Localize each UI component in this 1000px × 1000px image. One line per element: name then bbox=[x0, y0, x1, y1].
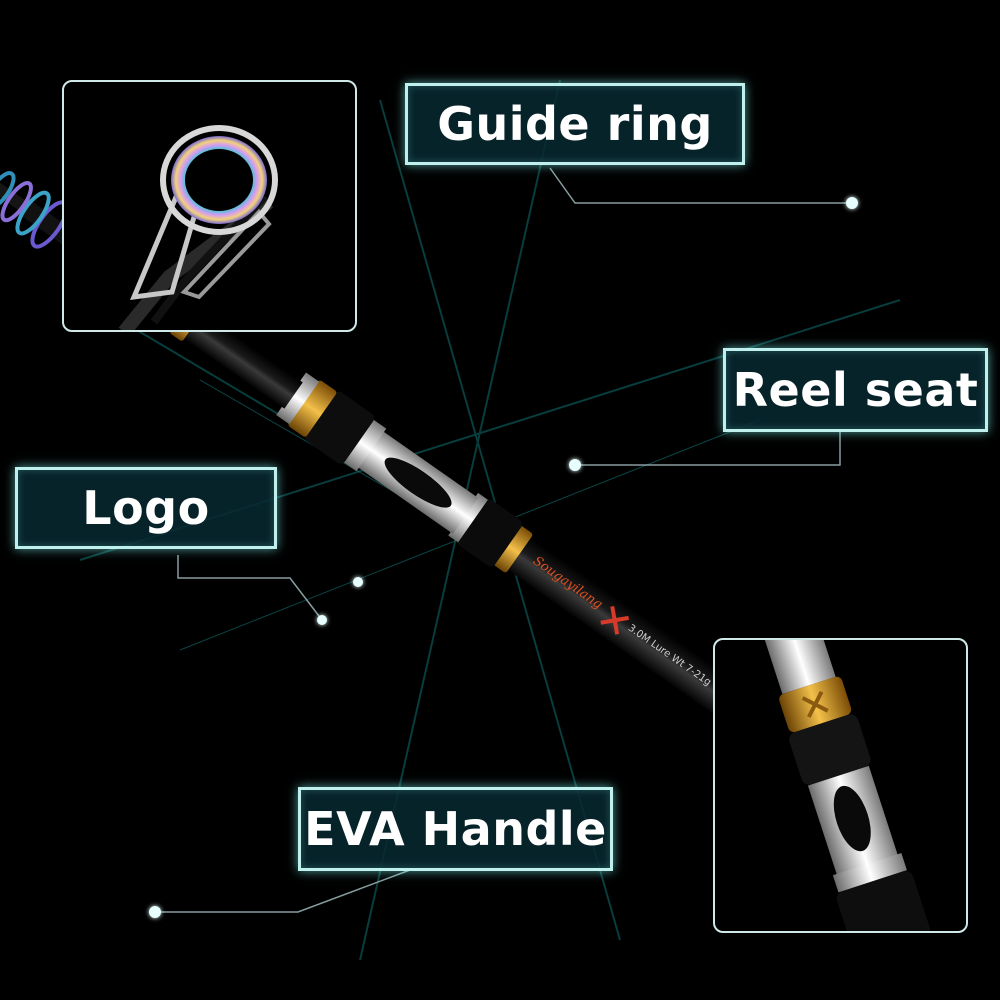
callout-dots bbox=[149, 197, 858, 918]
reel-seat-closeup bbox=[713, 638, 968, 933]
eva-handle-label: EVA Handle bbox=[298, 787, 613, 871]
reel-seat-illustration bbox=[763, 640, 931, 931]
guide-rings bbox=[0, 171, 69, 249]
guide-ring-illustration bbox=[118, 125, 278, 330]
logo-label-text: Logo bbox=[82, 481, 210, 535]
reel-seat-label-text: Reel seat bbox=[732, 363, 979, 417]
reel-seat-label: Reel seat bbox=[723, 348, 988, 432]
eva-handle-label-text: EVA Handle bbox=[304, 802, 607, 856]
guide-ring-label-text: Guide ring bbox=[437, 97, 713, 151]
logo-mark-icon bbox=[600, 606, 629, 635]
guide-ring-label: Guide ring bbox=[405, 83, 745, 165]
callout-lines bbox=[155, 167, 852, 913]
logo-label: Logo bbox=[15, 467, 277, 549]
guide-ring-closeup bbox=[62, 80, 357, 332]
